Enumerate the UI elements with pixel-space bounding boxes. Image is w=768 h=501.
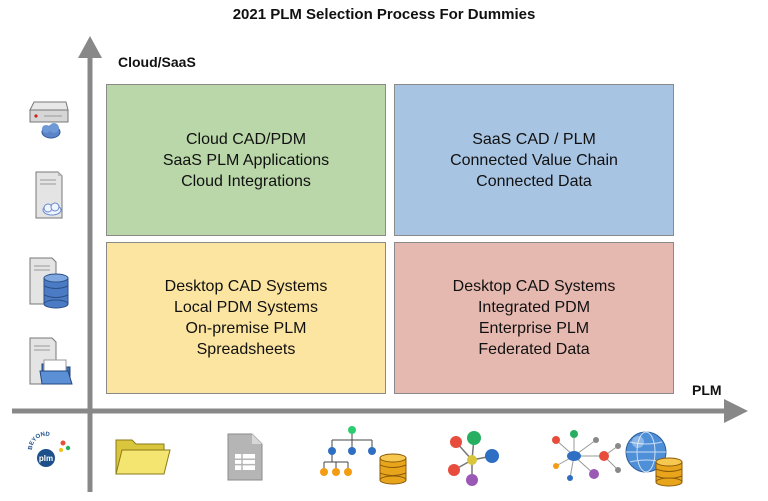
quadrant-line: Cloud CAD/PDM <box>185 130 307 148</box>
quadrant-desktop-enterprise: Desktop CAD Systems Integrated PDM Enter… <box>394 242 674 394</box>
quadrant-line: On-premise PLM <box>185 320 307 337</box>
quadrant-line: Connected Value Chain <box>450 151 618 169</box>
svg-text:BEYOND: BEYOND <box>28 432 51 451</box>
cloud-server-tower-icon <box>35 171 63 219</box>
quadrant-line: Cloud Integrations <box>181 172 311 190</box>
quadrant-cloud-cad: Cloud CAD/PDM SaaS PLM Applications Clou… <box>106 84 386 236</box>
page-title: 2021 PLM Selection Process For Dummies <box>232 6 536 23</box>
hierarchy-database-icon <box>320 426 407 485</box>
quadrant-line: Enterprise PLM <box>478 320 590 337</box>
quadrant-line: Spreadsheets <box>196 341 296 358</box>
quadrant-desktop-local: Desktop CAD Systems Local PDM Systems On… <box>106 242 386 394</box>
quadrant-line: Integrated PDM <box>477 299 591 316</box>
beyond-plm-logo: BEYOND plm <box>28 432 71 467</box>
quadrant-line: SaaS CAD / PLM <box>472 130 596 148</box>
quadrant-line: Desktop CAD Systems <box>164 278 328 295</box>
folder-icon <box>115 439 171 475</box>
cloud-server-rack-icon <box>29 101 69 139</box>
file-server-icon <box>29 337 73 385</box>
x-axis-arrow <box>724 399 748 423</box>
y-axis-arrow <box>78 36 102 58</box>
quadrant-line: Local PDM Systems <box>173 299 319 316</box>
spreadsheet-document-icon <box>227 433 263 481</box>
quadrant-line: Desktop CAD Systems <box>452 278 616 295</box>
connected-nodes-icon <box>448 431 499 486</box>
y-axis-label: Cloud/SaaS <box>118 54 196 70</box>
data-network-icon <box>552 430 621 481</box>
x-axis-label: PLM <box>692 382 722 398</box>
database-server-icon <box>29 257 69 309</box>
quadrant-saas-plm: SaaS CAD / PLM Connected Value Chain Con… <box>394 84 674 236</box>
quadrant-line: Connected Data <box>476 172 592 190</box>
quadrant-line: Federated Data <box>478 341 590 358</box>
globe-database-icon <box>625 431 683 487</box>
quadrant-line: SaaS PLM Applications <box>162 151 330 169</box>
logo-top-text: BEYOND <box>28 432 51 451</box>
logo-bottom-text: plm <box>39 454 53 463</box>
